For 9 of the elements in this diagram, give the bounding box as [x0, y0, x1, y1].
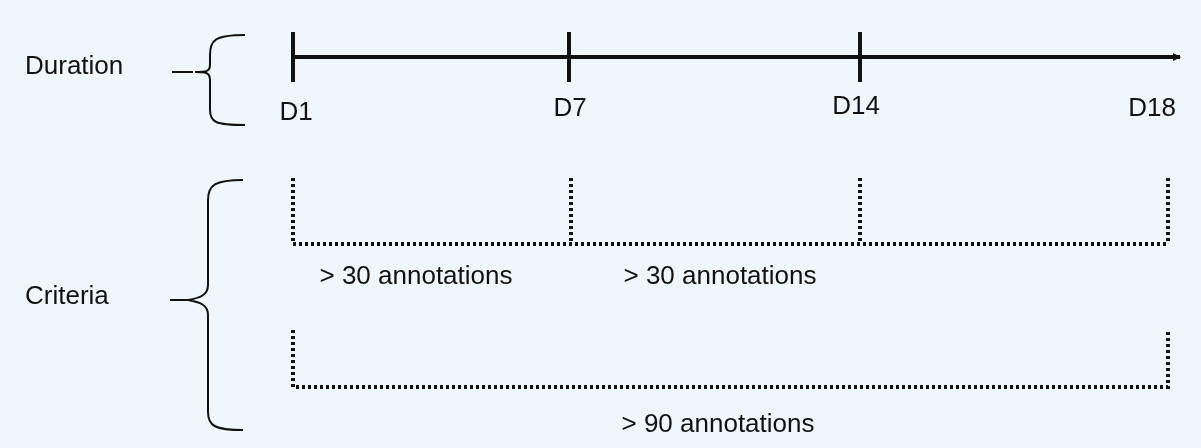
criteria-label: > 30 annotations: [319, 262, 513, 288]
tick-label: D14: [832, 92, 880, 118]
axis-label: Duration: [25, 52, 124, 78]
tick-label: D18: [1128, 94, 1176, 120]
criteria-label: > 90 annotations: [621, 410, 815, 436]
tick-label: D7: [553, 94, 587, 120]
tick-label: D1: [279, 98, 313, 124]
axis-label: Criteria: [25, 282, 109, 308]
criteria-label: > 30 annotations: [623, 262, 817, 288]
